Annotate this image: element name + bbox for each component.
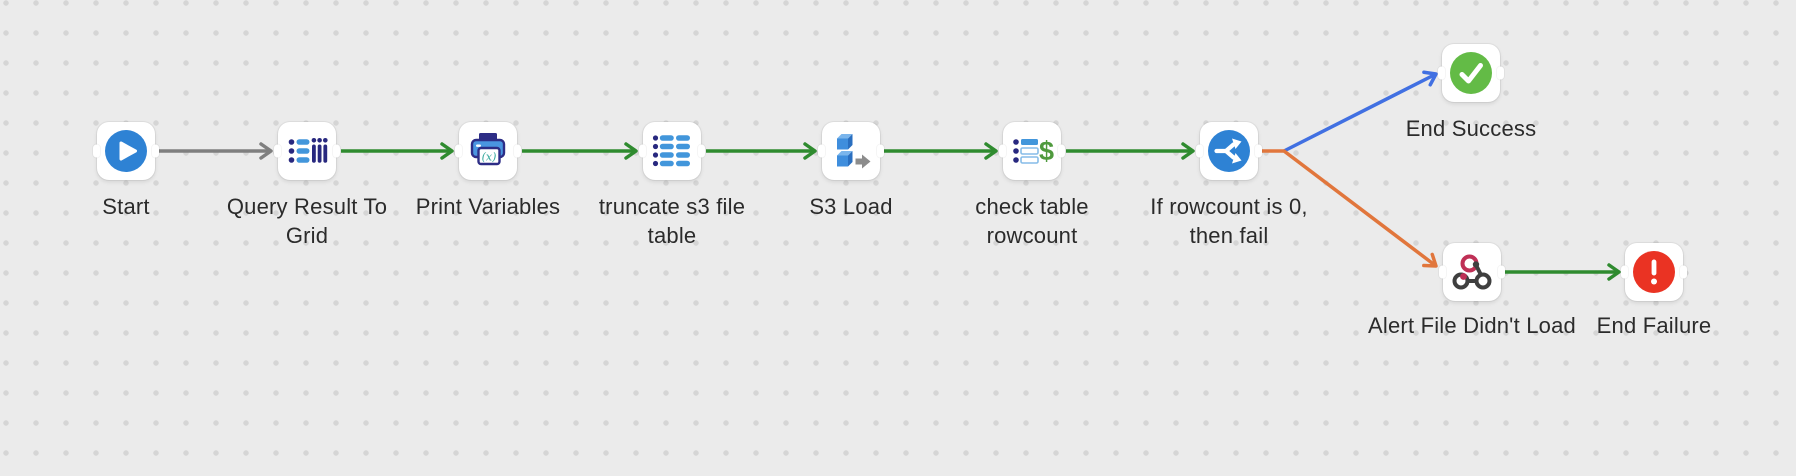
node-label-start: Start (102, 194, 150, 219)
node-end-success[interactable] (1442, 44, 1500, 102)
branch-split-icon (1208, 130, 1250, 172)
play-icon (105, 130, 147, 172)
node-label-end-failure: End Failure (1596, 313, 1712, 338)
node-if-rowcount-is-0-then-fail[interactable] (1200, 122, 1258, 180)
svg-text:(x): (x) (482, 151, 497, 164)
node-query-result-to-grid[interactable] (278, 122, 336, 180)
node-label-end-success: End Success (1405, 116, 1537, 141)
table-dollar-icon: $ (1013, 136, 1054, 166)
node-label-s3-load: S3 Load (809, 194, 893, 219)
s3-load-cubes-icon (837, 134, 871, 169)
table-rows-icon (652, 135, 690, 167)
node-label-if-rowcount-is-0-then-fail: If rowcount is 0, then fail (1150, 194, 1308, 248)
node-s3-load[interactable] (822, 122, 880, 180)
svg-text:$: $ (1039, 136, 1054, 166)
node-label-alert-file-didnt-load: Alert File Didn't Load (1368, 313, 1576, 338)
node-check-table-rowcount[interactable]: $ (1003, 122, 1061, 180)
printer-icon: (x) (470, 133, 506, 166)
node-label-query-result-to-grid: Query Result To Grid (226, 194, 388, 248)
query-result-to-grid-icon (288, 138, 328, 163)
edge-if-node-to-end-success[interactable] (1283, 70, 1438, 153)
edge-if-node-to-alert-file-didnt-load[interactable] (1259, 149, 1438, 268)
gray-arrow-glyph (855, 154, 871, 169)
node-alert-file-didnt-load[interactable] (1443, 243, 1501, 301)
node-start[interactable] (97, 122, 155, 180)
node-label-truncate-s3-file-table: truncate s3 file table (598, 194, 746, 248)
node-label-print-variables: Print Variables (415, 194, 561, 219)
node-label-check-table-rowcount: check table rowcount (975, 194, 1089, 248)
node-end-failure[interactable] (1625, 243, 1683, 301)
node-truncate-s3-file-table[interactable] (643, 122, 701, 180)
alert-circle-icon (1633, 251, 1675, 293)
webhook-icon (1452, 254, 1492, 290)
check-circle-icon (1450, 52, 1492, 94)
node-print-variables[interactable]: (x) (459, 122, 517, 180)
